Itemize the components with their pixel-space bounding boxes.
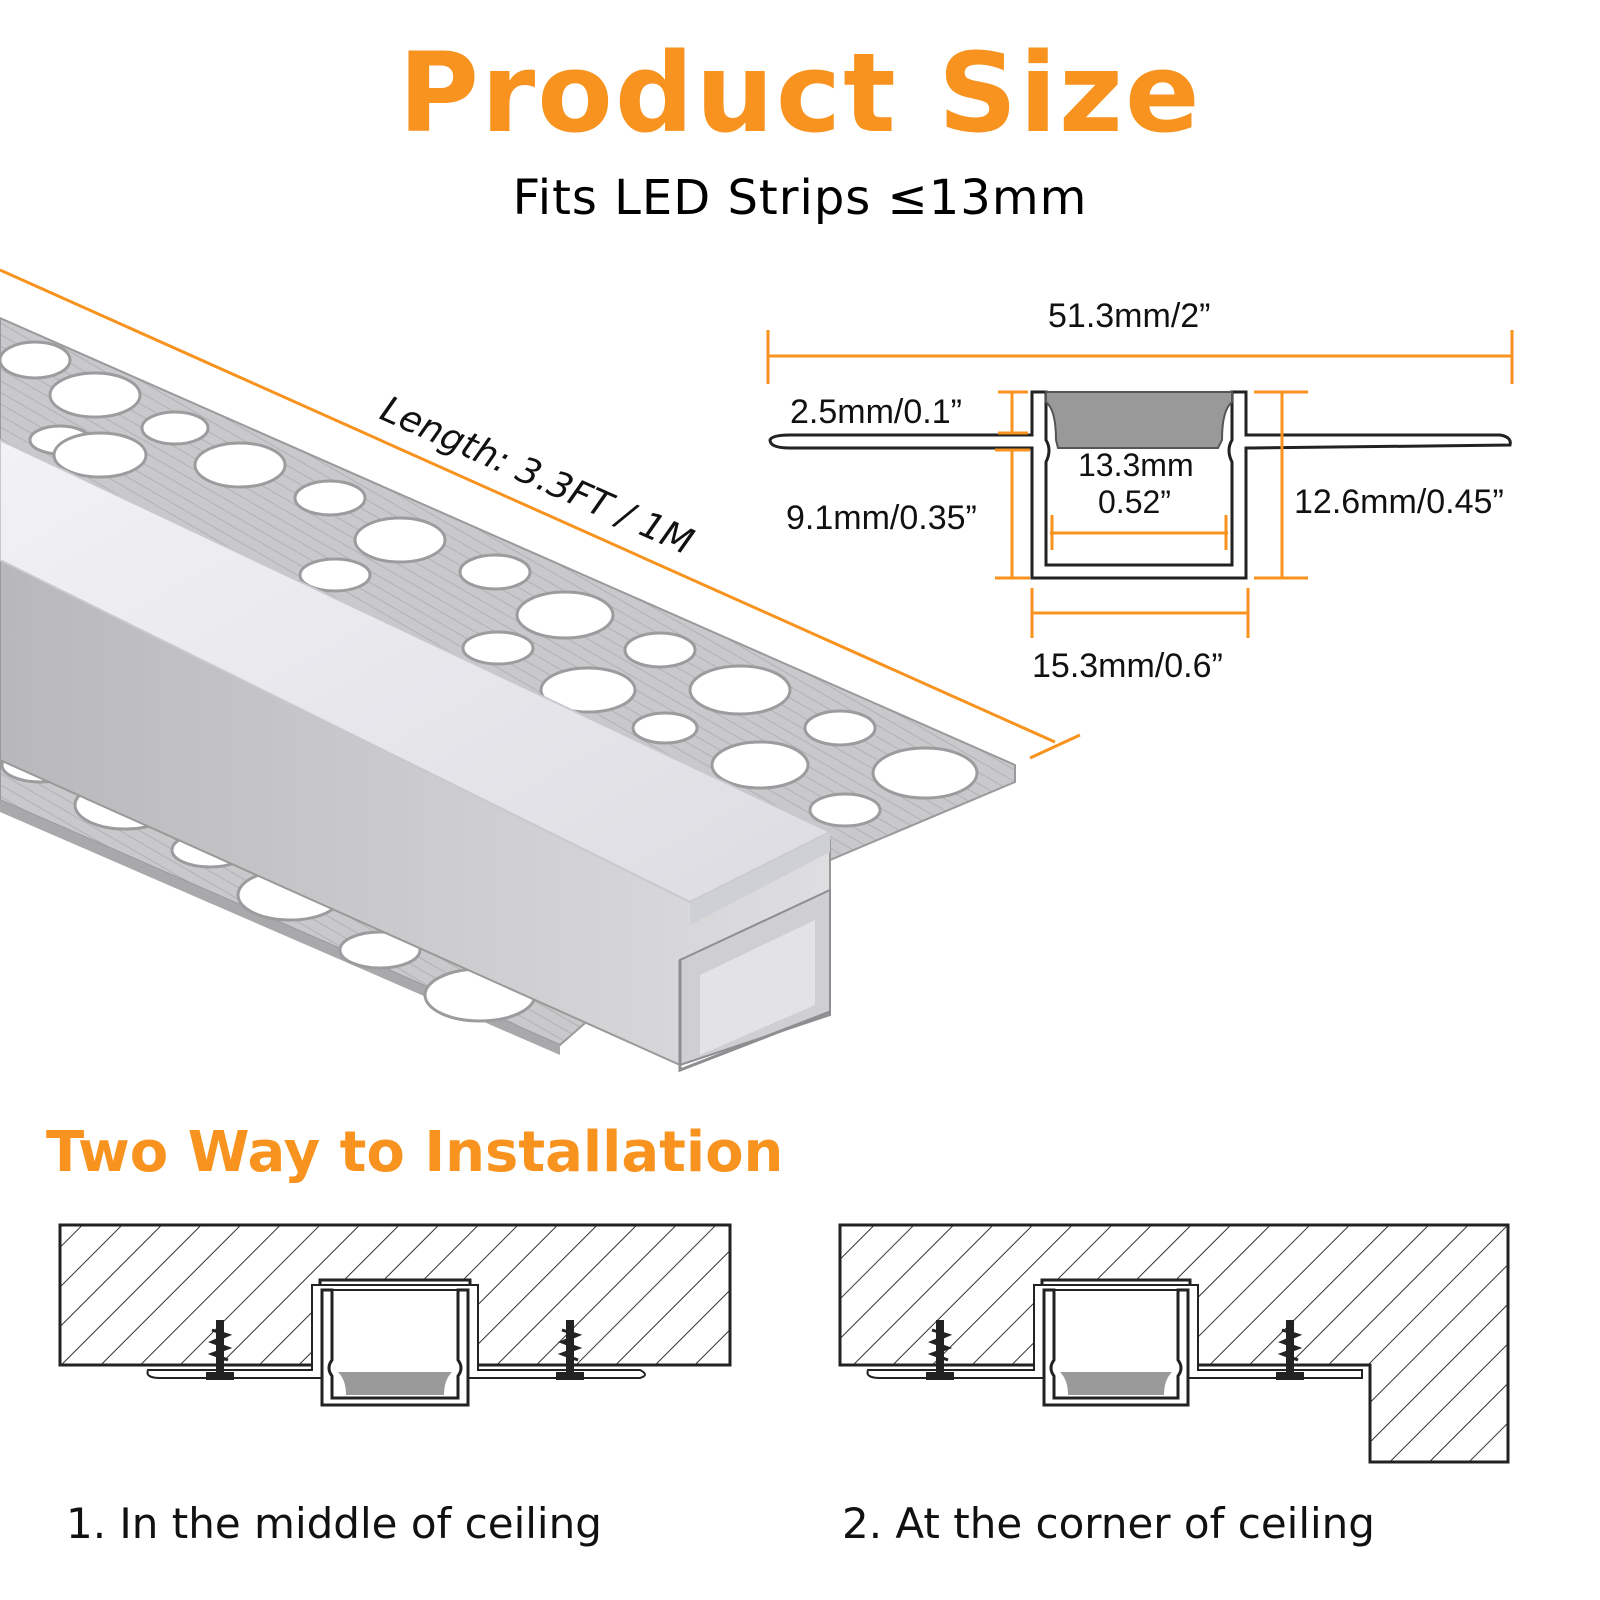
cross-section-diffuser (1045, 391, 1233, 449)
installation-title: Two Way to Installation (46, 1120, 784, 1185)
installation-caption-corner: 2. At the corner of ceiling (842, 1499, 1375, 1548)
dim-outer-width: 15.3mm/0.6” (1032, 647, 1223, 685)
cross-section-profile (768, 390, 1512, 580)
length-dimension (0, 268, 1081, 760)
screw-icon (206, 1320, 584, 1380)
dim-flange-thickness: 2.5mm/0.1” (790, 393, 962, 431)
dim-inner-width-in: 0.52” (1098, 484, 1171, 520)
page-title: Product Size (398, 29, 1202, 157)
dim-outer-depth: 12.6mm/0.45” (1294, 483, 1504, 521)
installation-caption-middle: 1. In the middle of ceiling (66, 1499, 602, 1548)
mounting-holes (0, 340, 979, 828)
cross-section-diagram (766, 330, 1514, 638)
aluminum-profile-illustration (0, 316, 1016, 1073)
screw-icon (926, 1320, 1304, 1380)
dim-inner-width-mm: 13.3mm (1078, 447, 1194, 483)
install-diagram-middle (58, 1223, 732, 1407)
install-diagram-corner (838, 1223, 1510, 1464)
dim-inner-depth: 9.1mm/0.35” (786, 499, 977, 537)
page-subtitle: Fits LED Strips ≤13mm (512, 170, 1088, 226)
dim-total-width: 51.3mm/2” (1048, 297, 1211, 335)
